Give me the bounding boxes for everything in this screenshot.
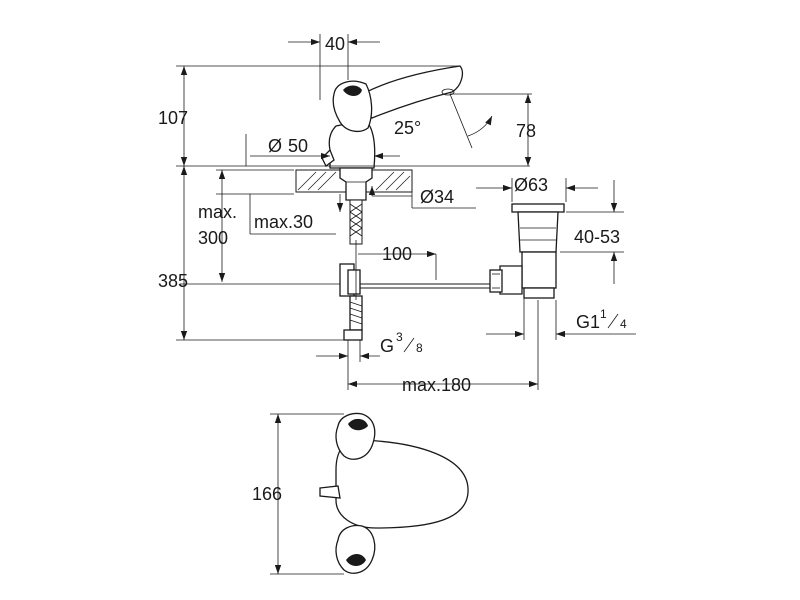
dim-dia-50: 50: [288, 136, 308, 156]
faucet-side-view: [295, 65, 463, 245]
dim-dia-symbol: Ø: [268, 136, 282, 156]
dim-inlet-den: 8: [416, 341, 423, 355]
dim-inlet-g: G: [380, 336, 394, 356]
dim-78: 78: [516, 121, 536, 141]
faucet-plan-view: [270, 412, 469, 575]
dim-waste-num: 1: [600, 307, 607, 321]
dim-107: 107: [158, 108, 188, 128]
dimension-lines: [176, 34, 636, 390]
dimension-labels: 40 107 25° 78 Ø 50 Ø34 Ø63 40-53 max. 30…: [158, 34, 627, 504]
dim-40-53: 40-53: [574, 227, 620, 247]
dim-max-180: max.180: [402, 375, 471, 395]
waste-drain: [339, 203, 565, 341]
dim-300: 300: [198, 228, 228, 248]
dim-dia-34: Ø34: [420, 187, 454, 207]
dim-40: 40: [325, 34, 345, 54]
dim-max-label: max.: [198, 202, 237, 222]
dim-max-30: max.30: [254, 212, 313, 232]
dim-100: 100: [382, 244, 412, 264]
dim-waste-g: G1: [576, 312, 600, 332]
dim-166: 166: [252, 484, 282, 504]
dim-dia-63: Ø63: [514, 175, 548, 195]
dim-25-deg: 25°: [394, 118, 421, 138]
dim-inlet-num: 3: [396, 330, 403, 344]
dim-waste-den: 4: [620, 317, 627, 331]
dim-385: 385: [158, 271, 188, 291]
